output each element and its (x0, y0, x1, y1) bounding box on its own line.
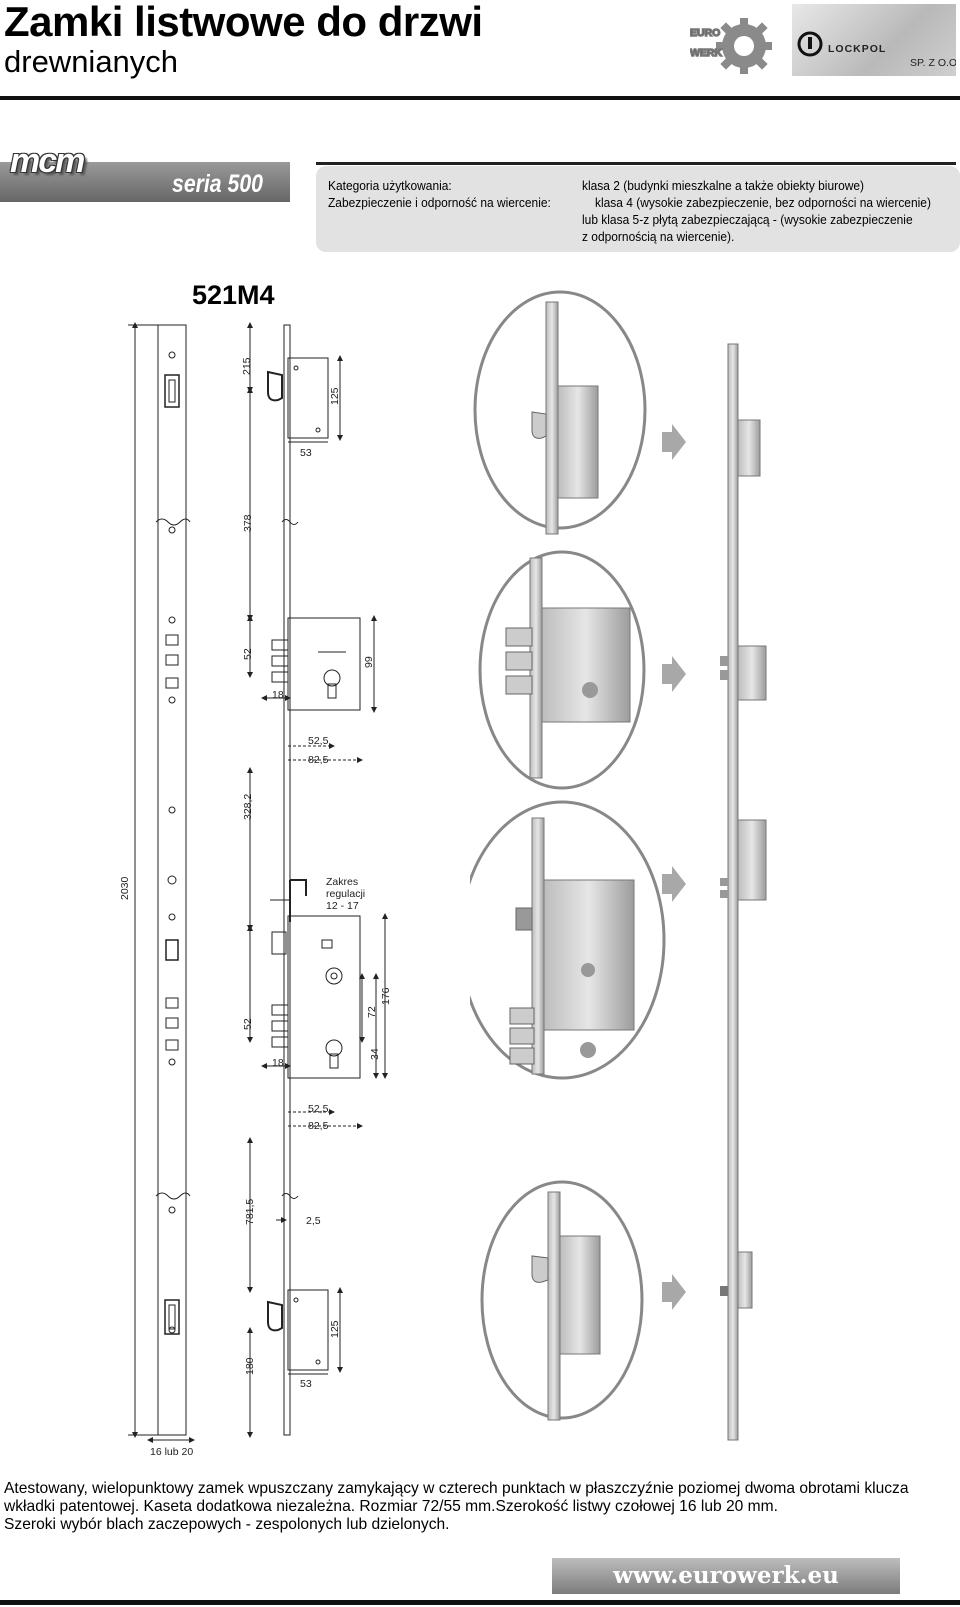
photo-bottom-latch (480, 1180, 644, 1421)
range-line1: Zakres (326, 876, 358, 888)
dim-52-a: 52 (242, 648, 254, 660)
footer-divider (0, 1600, 960, 1605)
dim-215: 215 (241, 357, 253, 375)
description-line2: wkładki patentowej. Kaseta dodatkowa nie… (4, 1498, 778, 1515)
spec-usage-label: Kategoria użytkowania: (328, 178, 452, 193)
gear-icon (716, 18, 772, 74)
range-line2: regulacji (326, 888, 365, 900)
dim-180: 180 (244, 1357, 256, 1375)
model-code: 521M4 (192, 280, 275, 310)
dim-53-bottom: 53 (300, 1378, 312, 1390)
photo-full-assembly (720, 343, 767, 1441)
dim-34: 34 (369, 1048, 381, 1060)
page-subtitle: drewnianych (4, 44, 179, 79)
dim-52-5-a: 52,5 (308, 735, 329, 747)
spec-security-label: Zabezpieczenie i odporność na wiercenie: (328, 195, 551, 210)
product-photos (470, 290, 767, 1441)
dim-781-5: 781,5 (244, 1199, 256, 1225)
photo-lower-main-lock (470, 800, 666, 1080)
dim-18-a: 18 (272, 689, 284, 701)
top-auxiliary-case (287, 357, 329, 439)
arrow-right-icon (662, 424, 686, 460)
dim-82-5-b: 82,5 (308, 1120, 329, 1132)
technical-drawing: 2030 215 125 53 378 52 99 18 52,5 82,5 3… (119, 322, 392, 1458)
dim-2-5: 2,5 (306, 1215, 321, 1227)
photo-upper-main-lock (478, 550, 646, 790)
range-line3: 12 - 17 (326, 900, 359, 912)
dim-328-2: 328,2 (242, 794, 254, 820)
dim-99: 99 (363, 656, 375, 668)
header-divider (0, 96, 960, 100)
lockpol-logo: LOCKPOL SP. Z O.O. (792, 4, 960, 76)
spec-security-value-line2: lub klasa 5-z płytą zabezpieczającą - (w… (582, 212, 913, 227)
dim-125-bottom: 125 (329, 1320, 341, 1338)
spec-security-value-line1: klasa 4 (wysokie zabezpieczenie, bez odp… (595, 195, 931, 210)
spec-box (316, 166, 960, 252)
product-description: Atestowany, wielopunktowy zamek wpuszcza… (4, 1480, 958, 1534)
arrow-right-icon (662, 656, 686, 692)
photo-top-latch (473, 290, 647, 535)
mcm-brand-logo: mcm (10, 142, 85, 180)
dim-53-top: 53 (300, 447, 312, 459)
dim-52-b: 52 (242, 1018, 254, 1030)
description-line1: Atestowany, wielopunktowy zamek wpuszcza… (4, 1480, 909, 1497)
dim-125-top: 125 (329, 387, 341, 405)
dim-52-5-b: 52,5 (308, 1103, 329, 1115)
series-label: seria 500 (172, 170, 263, 198)
dim-strip-width: 16 lub 20 (150, 1446, 193, 1458)
website-link[interactable]: www.eurowerk.eu (613, 1562, 839, 1589)
arrow-icons (662, 424, 686, 1310)
spec-divider (316, 162, 956, 165)
dim-176: 176 (380, 987, 392, 1005)
dim-18-b: 18 (272, 1057, 284, 1069)
bottom-auxiliary-case (287, 1289, 329, 1371)
lockpol-emblem-icon (797, 31, 823, 57)
front-strip (157, 324, 187, 1436)
arrow-right-icon (662, 866, 686, 902)
spec-security-value-line3: z odpornością na wiercenie). (582, 229, 735, 244)
series-band (0, 162, 290, 202)
dim-82-5-a: 82,5 (308, 754, 329, 766)
arrow-right-icon (662, 1274, 686, 1310)
eurowerk-logo: EURO WERK (689, 6, 780, 78)
eurowerk-logo-line1: EURO (690, 27, 720, 39)
upper-main-case (287, 617, 361, 711)
lockpol-logo-text: LOCKPOL (828, 43, 886, 55)
lockpol-logo-suffix: SP. Z O.O. (910, 57, 956, 69)
spec-usage-value: klasa 2 (budynki mieszkalne a także obie… (582, 178, 865, 193)
description-line3: Szeroki wybór blach zaczepowych - zespol… (4, 1516, 450, 1533)
page-title: Zamki listwowe do drzwi (4, 0, 483, 45)
eurowerk-logo-line2: WERK (690, 47, 722, 59)
url-band (552, 1558, 900, 1594)
dim-total-height: 2030 (119, 876, 131, 900)
dim-72: 72 (366, 1006, 378, 1018)
dim-378: 378 (242, 514, 254, 532)
